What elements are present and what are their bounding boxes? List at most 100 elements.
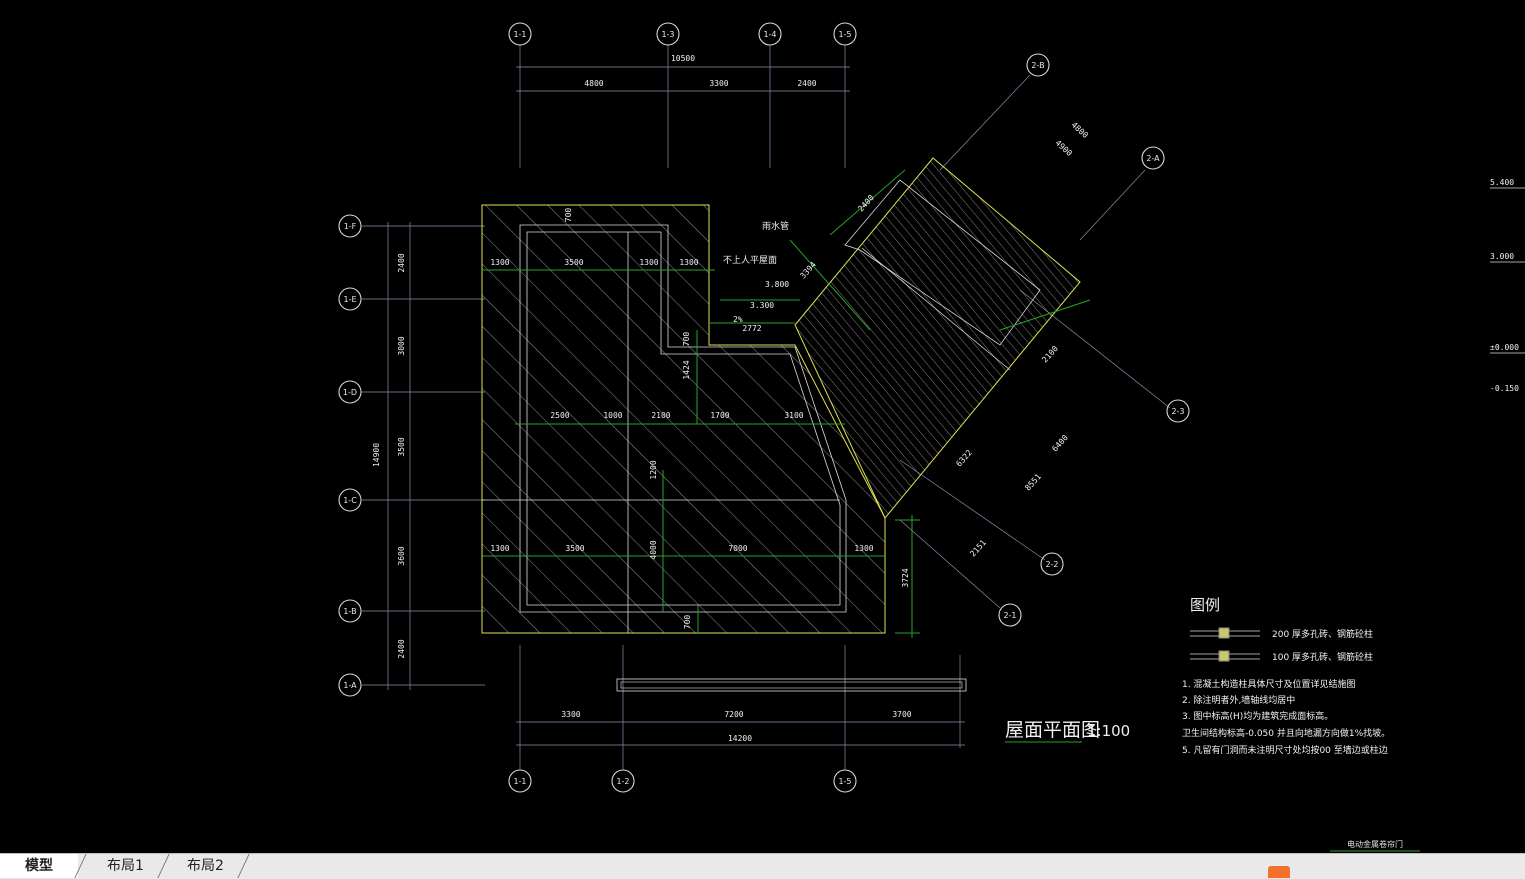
axis-label-left-0: 1-F [344,222,357,231]
axis-label-bottom-0: 1-1 [513,777,526,786]
row1-dim-2: 1300 [639,258,658,267]
diag-dim-4: 2151 [968,538,988,558]
top-dimension-lines [387,66,965,746]
interior-dimension-lines [482,169,1091,638]
wing-roof-plan [794,157,1081,519]
diag-dim-2: 6400 [1050,433,1070,453]
legend-swatch-0 [1218,627,1230,639]
row2-dim-1: 1000 [603,411,622,420]
main-roof-plan [481,204,886,634]
tab-layout1[interactable]: 布局1 [107,858,144,874]
axis-label-right-0: 2-B [1031,61,1044,70]
label-elev1: 3.800 [765,280,789,289]
axis-label-top-2: 1-4 [763,30,776,39]
note-0: 1. 混凝土构造柱具体尺寸及位置详见结施图 [1182,678,1355,690]
small-dim-5: 700 [683,615,692,630]
dim-left-seg-4: 2400 [397,639,406,658]
legend-swatch-1 [1218,650,1230,662]
note-2: 3. 图中标高(H)均为建筑完成面标高。 [1182,710,1333,722]
small-dim-1: 700 [682,332,691,347]
axis-grid-lines [362,45,1171,770]
diag-dim-7: 2100 [1040,344,1060,364]
label-slope: 2% [733,315,743,324]
axis-label-top-1: 1-3 [661,30,674,39]
row2-dim-2: 2100 [651,411,670,420]
legend-title: 图例 [1190,596,1220,614]
elev-marker-0: 5.400 [1490,178,1514,187]
legend-item-1: 100 厚多孔砖、钢筋砼柱 [1272,651,1373,663]
tab-layout2[interactable]: 布局2 [187,858,224,874]
dim-bottom-total: 14200 [728,734,752,743]
dim-left-total: 14900 [372,443,381,467]
axis-label-top-3: 1-5 [838,30,851,39]
axis-label-top-0: 1-1 [513,30,526,39]
axis-label-bottom-2: 1-5 [838,777,851,786]
small-dim-7: 2772 [742,324,761,333]
label-gutter: 雨水管 [762,220,789,232]
top-axis-bubbles: 1-1 1-3 1-4 1-5 [508,22,857,46]
bottom-axis-bubbles: 1-1 1-2 1-5 [508,769,857,793]
dim-left-seg-2: 3500 [397,437,406,456]
dim-bottom-seg-0: 3300 [561,710,580,719]
note-1: 2. 除注明者外,墙轴线均居中 [1182,694,1295,706]
diag-dim-1: 4900 [1054,138,1074,158]
app-corner-icon[interactable] [1268,866,1290,878]
dim-bottom-seg-1: 7200 [724,710,743,719]
axis-label-right-2: 2-3 [1171,407,1184,416]
axis-label-left-1: 1-E [343,295,356,304]
row3-dim-1: 3500 [565,544,584,553]
dim-top-seg-1: 3300 [709,79,728,88]
dim-top-seg-2: 2400 [797,79,816,88]
small-dim-2: 1424 [682,360,691,379]
row3-dim-2: 7000 [728,544,747,553]
note-3: 卫生间结构标高-0.050 并且向地漏方向做1%找坡。 [1182,727,1390,739]
tab-model[interactable]: 模型 [0,854,78,878]
drawing-scale: 1:100 [1087,722,1130,740]
axis-label-left-3: 1-C [343,496,357,505]
diag-dim-8: 2400 [856,193,876,213]
small-dim-6: 3724 [901,568,910,587]
elev-marker-3: -0.150 [1490,384,1519,393]
label-roof-type: 不上人平屋面 [723,255,777,266]
row3-dim-3: 1300 [854,544,873,553]
elevation-markers: 5.400 3.000 ±0.000 -0.150 [1490,178,1525,393]
axis-label-left-2: 1-D [343,388,357,397]
axis-label-right-4: 2-1 [1003,611,1016,620]
layout-tab-bar: 模型 布局1 布局2 [0,853,1525,879]
elev-marker-1: 3.000 [1490,252,1514,261]
small-dim-0: 700 [564,208,573,223]
row1-dim-3: 1300 [679,258,698,267]
dim-top-seg-0: 4800 [584,79,603,88]
elev-marker-2: ±0.000 [1490,343,1519,352]
row1-dim-0: 1300 [490,258,509,267]
row2-dim-0: 2500 [550,411,569,420]
dim-top-total: 10500 [671,54,695,63]
footer-label: 电动金属卷帘门 [1347,839,1403,849]
row1-dim-1: 3500 [564,258,583,267]
diag-dim-0: 4800 [1070,120,1090,140]
axis-label-left-5: 1-A [343,681,357,690]
dim-left-seg-0: 2400 [397,253,406,272]
axis-label-right-3: 2-2 [1045,560,1058,569]
diag-dim-6: 6322 [954,448,974,468]
diag-dim-5: 3394 [798,260,818,280]
small-dim-4: 4000 [649,540,658,559]
door-beam [616,678,967,692]
left-axis-bubbles: 1-F 1-E 1-D 1-C 1-B 1-A [338,214,362,697]
drawing-title: 屋面平面图 [1005,719,1100,741]
dim-left-seg-1: 3000 [397,336,406,355]
small-dim-3: 1200 [649,460,658,479]
axis-label-right-1: 2-A [1146,154,1160,163]
axis-label-left-4: 1-B [343,607,356,616]
row2-dim-4: 3100 [784,411,803,420]
note-4: 5. 凡留有门洞而未注明尺寸处均按00 至墙边或柱边 [1182,744,1388,756]
diag-dim-3: 8551 [1023,472,1043,492]
row2-dim-3: 1700 [710,411,729,420]
cad-drawing-canvas[interactable]: 1-1 1-3 1-4 1-5 1-F 1-E 1-D 1-C 1-B 1-A … [0,0,1525,853]
axis-label-bottom-1: 1-2 [616,777,629,786]
label-elev2: 3.300 [750,301,774,310]
axis-bubble-1-1 [508,22,532,46]
legend-item-0: 200 厚多孔砖、钢筋砼柱 [1272,628,1373,640]
row3-dim-0: 1300 [490,544,509,553]
diagonal-axis-bubbles: 2-B 2-A 2-3 2-2 2-1 [998,53,1190,627]
